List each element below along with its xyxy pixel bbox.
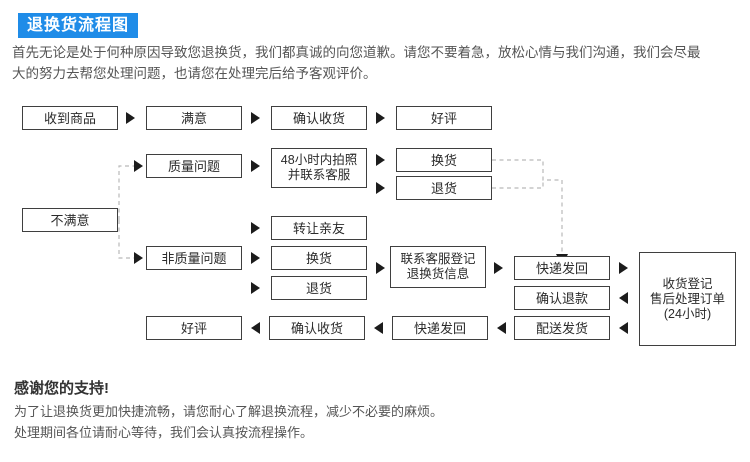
arrow-nonquality-to-return [251,282,260,294]
node-good-review-2[interactable]: 好评 [146,316,242,340]
intro-paragraph-line-2: 大的努力去帮您处理问题，也请您在处理完后给予客观评价。 [12,66,377,81]
node-quality-issue[interactable]: 质量问题 [146,154,242,178]
node-confirm-receipt[interactable]: 确认收货 [271,106,367,130]
arrow-to-nonquality [134,252,143,264]
node-ship-back-2[interactable]: 快递发回 [392,316,488,340]
node-receive-log[interactable]: 收货登记 售后处理订单 (24小时) [639,252,736,346]
node-nonquality-issue[interactable]: 非质量问题 [146,246,242,270]
outro-line-1: 为了让退换货更加快捷流畅，请您耐心了解退换流程，减少不必要的麻烦。 [14,404,444,419]
arrow-receivelog-to-deliver [619,322,628,334]
node-unsatisfied[interactable]: 不满意 [22,208,118,232]
thanks-heading: 感谢您的支持! [14,380,109,397]
node-good-review[interactable]: 好评 [396,106,492,130]
arrow-photo-to-return [376,182,385,194]
intro-paragraph-line-1: 首先无论是处于何种原因导致您退换货，我们都真诚的向您道歉。请您不要着急，放松心情… [12,45,701,60]
arrow-shipback-to-receivelog [619,262,628,274]
outro-line-2: 处理期间各位请耐心等待，我们会认真按流程操作。 [14,425,314,440]
node-deliver-ship[interactable]: 配送发货 [514,316,610,340]
arrow-deliver-to-shipback2 [497,322,506,334]
node-transfer-friend[interactable]: 转让亲友 [271,216,367,240]
arrow-confirm2-to-review2 [251,322,260,334]
arrow-quality-to-photo [251,160,260,172]
arrow-to-quality-issue [134,160,143,172]
node-exchange-quality[interactable]: 换货 [396,148,492,172]
node-return-quality[interactable]: 退货 [396,176,492,200]
node-satisfied[interactable]: 满意 [146,106,242,130]
arrow-to-transfer [251,222,260,234]
node-confirm-receipt-2[interactable]: 确认收货 [269,316,365,340]
arrow-satisfied-to-confirm [251,112,260,124]
arrow-shipback2-to-confirm2 [374,322,383,334]
node-ship-back-1[interactable]: 快递发回 [514,256,610,280]
page-title-badge: 退换货流程图 [18,13,139,38]
arrow-photo-to-exchange [376,154,385,166]
arrow-nonquality-to-exchange [251,252,260,264]
node-confirm-refund[interactable]: 确认退款 [514,286,610,310]
arrow-received-to-satisfied [126,112,135,124]
arrow-confirm-to-review [376,112,385,124]
node-exchange-nonquality[interactable]: 换货 [271,246,367,270]
node-photo-48h[interactable]: 48小时内拍照 并联系客服 [271,148,367,188]
arrow-receivelog-to-refund [619,292,628,304]
arrow-contact-to-shipback [494,262,503,274]
node-received[interactable]: 收到商品 [22,106,118,130]
node-return-nonquality[interactable]: 退货 [271,276,367,300]
arrow-to-contact-service [376,262,385,274]
node-contact-service[interactable]: 联系客服登记 退换货信息 [390,246,486,288]
